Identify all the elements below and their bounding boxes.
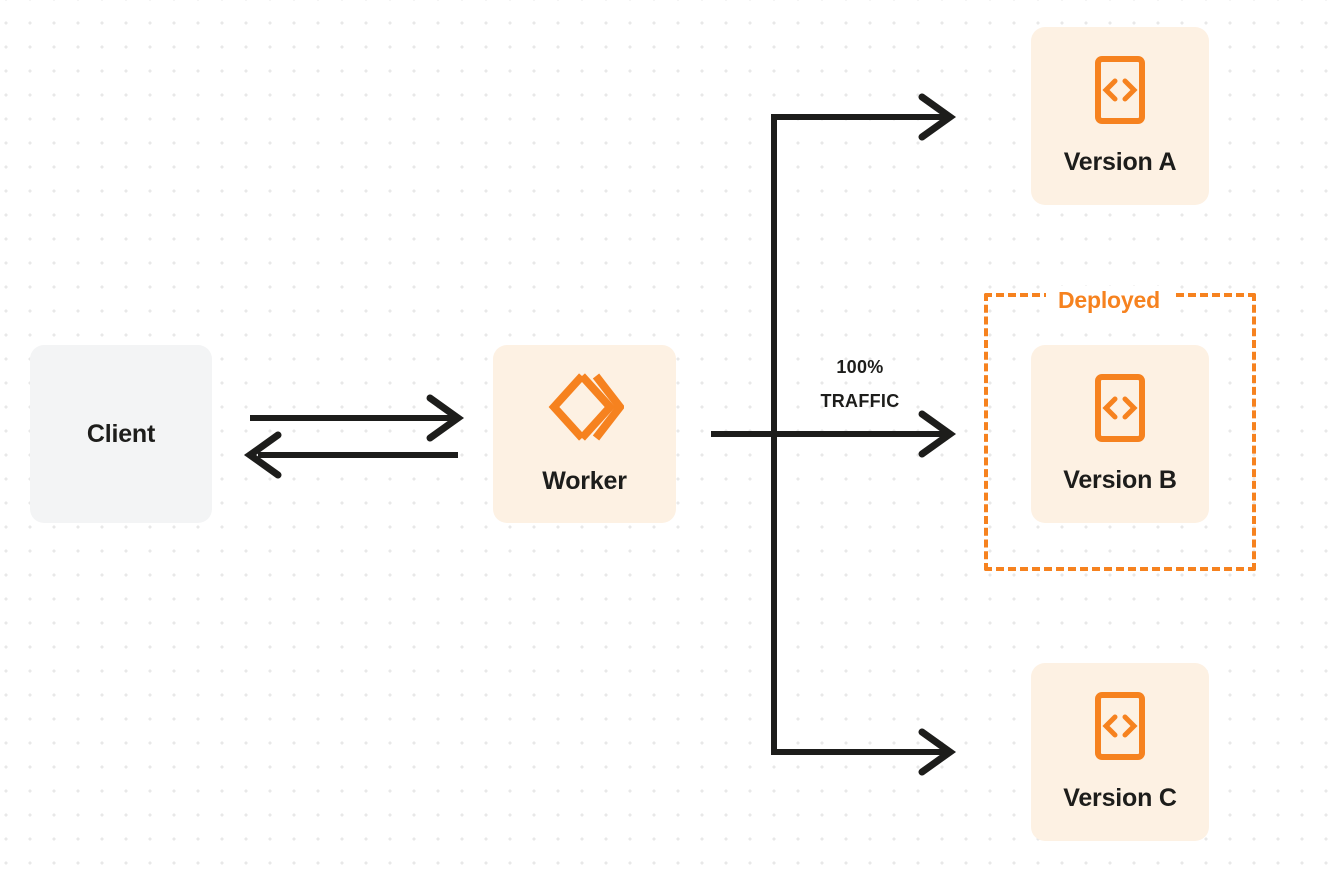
traffic-word: TRAFFIC bbox=[820, 391, 900, 411]
client-label: Client bbox=[86, 419, 156, 448]
traffic-label: 100% TRAFFIC bbox=[790, 350, 930, 418]
traffic-percent: 100% bbox=[836, 357, 884, 377]
version-a-label: Version A bbox=[1063, 148, 1177, 176]
edge-worker-to-version-b bbox=[711, 410, 957, 458]
deployed-group-label: Deployed bbox=[1046, 286, 1172, 314]
code-file-icon bbox=[1094, 691, 1146, 766]
code-file-icon bbox=[1094, 55, 1146, 130]
node-version-b[interactable]: Version B bbox=[1031, 345, 1209, 523]
node-version-a[interactable]: Version A bbox=[1031, 27, 1209, 205]
edge-worker-to-version-c bbox=[771, 728, 957, 776]
node-worker[interactable]: Worker bbox=[493, 345, 676, 523]
node-version-c[interactable]: Version C bbox=[1031, 663, 1209, 841]
edge-worker-to-version-a bbox=[771, 93, 957, 141]
cloudflare-workers-logo-icon bbox=[546, 372, 625, 447]
node-client[interactable]: Client bbox=[30, 345, 212, 523]
edge-client-to-worker bbox=[250, 394, 465, 442]
version-c-label: Version C bbox=[1063, 784, 1177, 812]
code-file-icon bbox=[1094, 373, 1146, 448]
edge-worker-to-client bbox=[243, 431, 458, 479]
version-b-label: Version B bbox=[1063, 466, 1177, 494]
worker-label: Worker bbox=[542, 467, 627, 495]
